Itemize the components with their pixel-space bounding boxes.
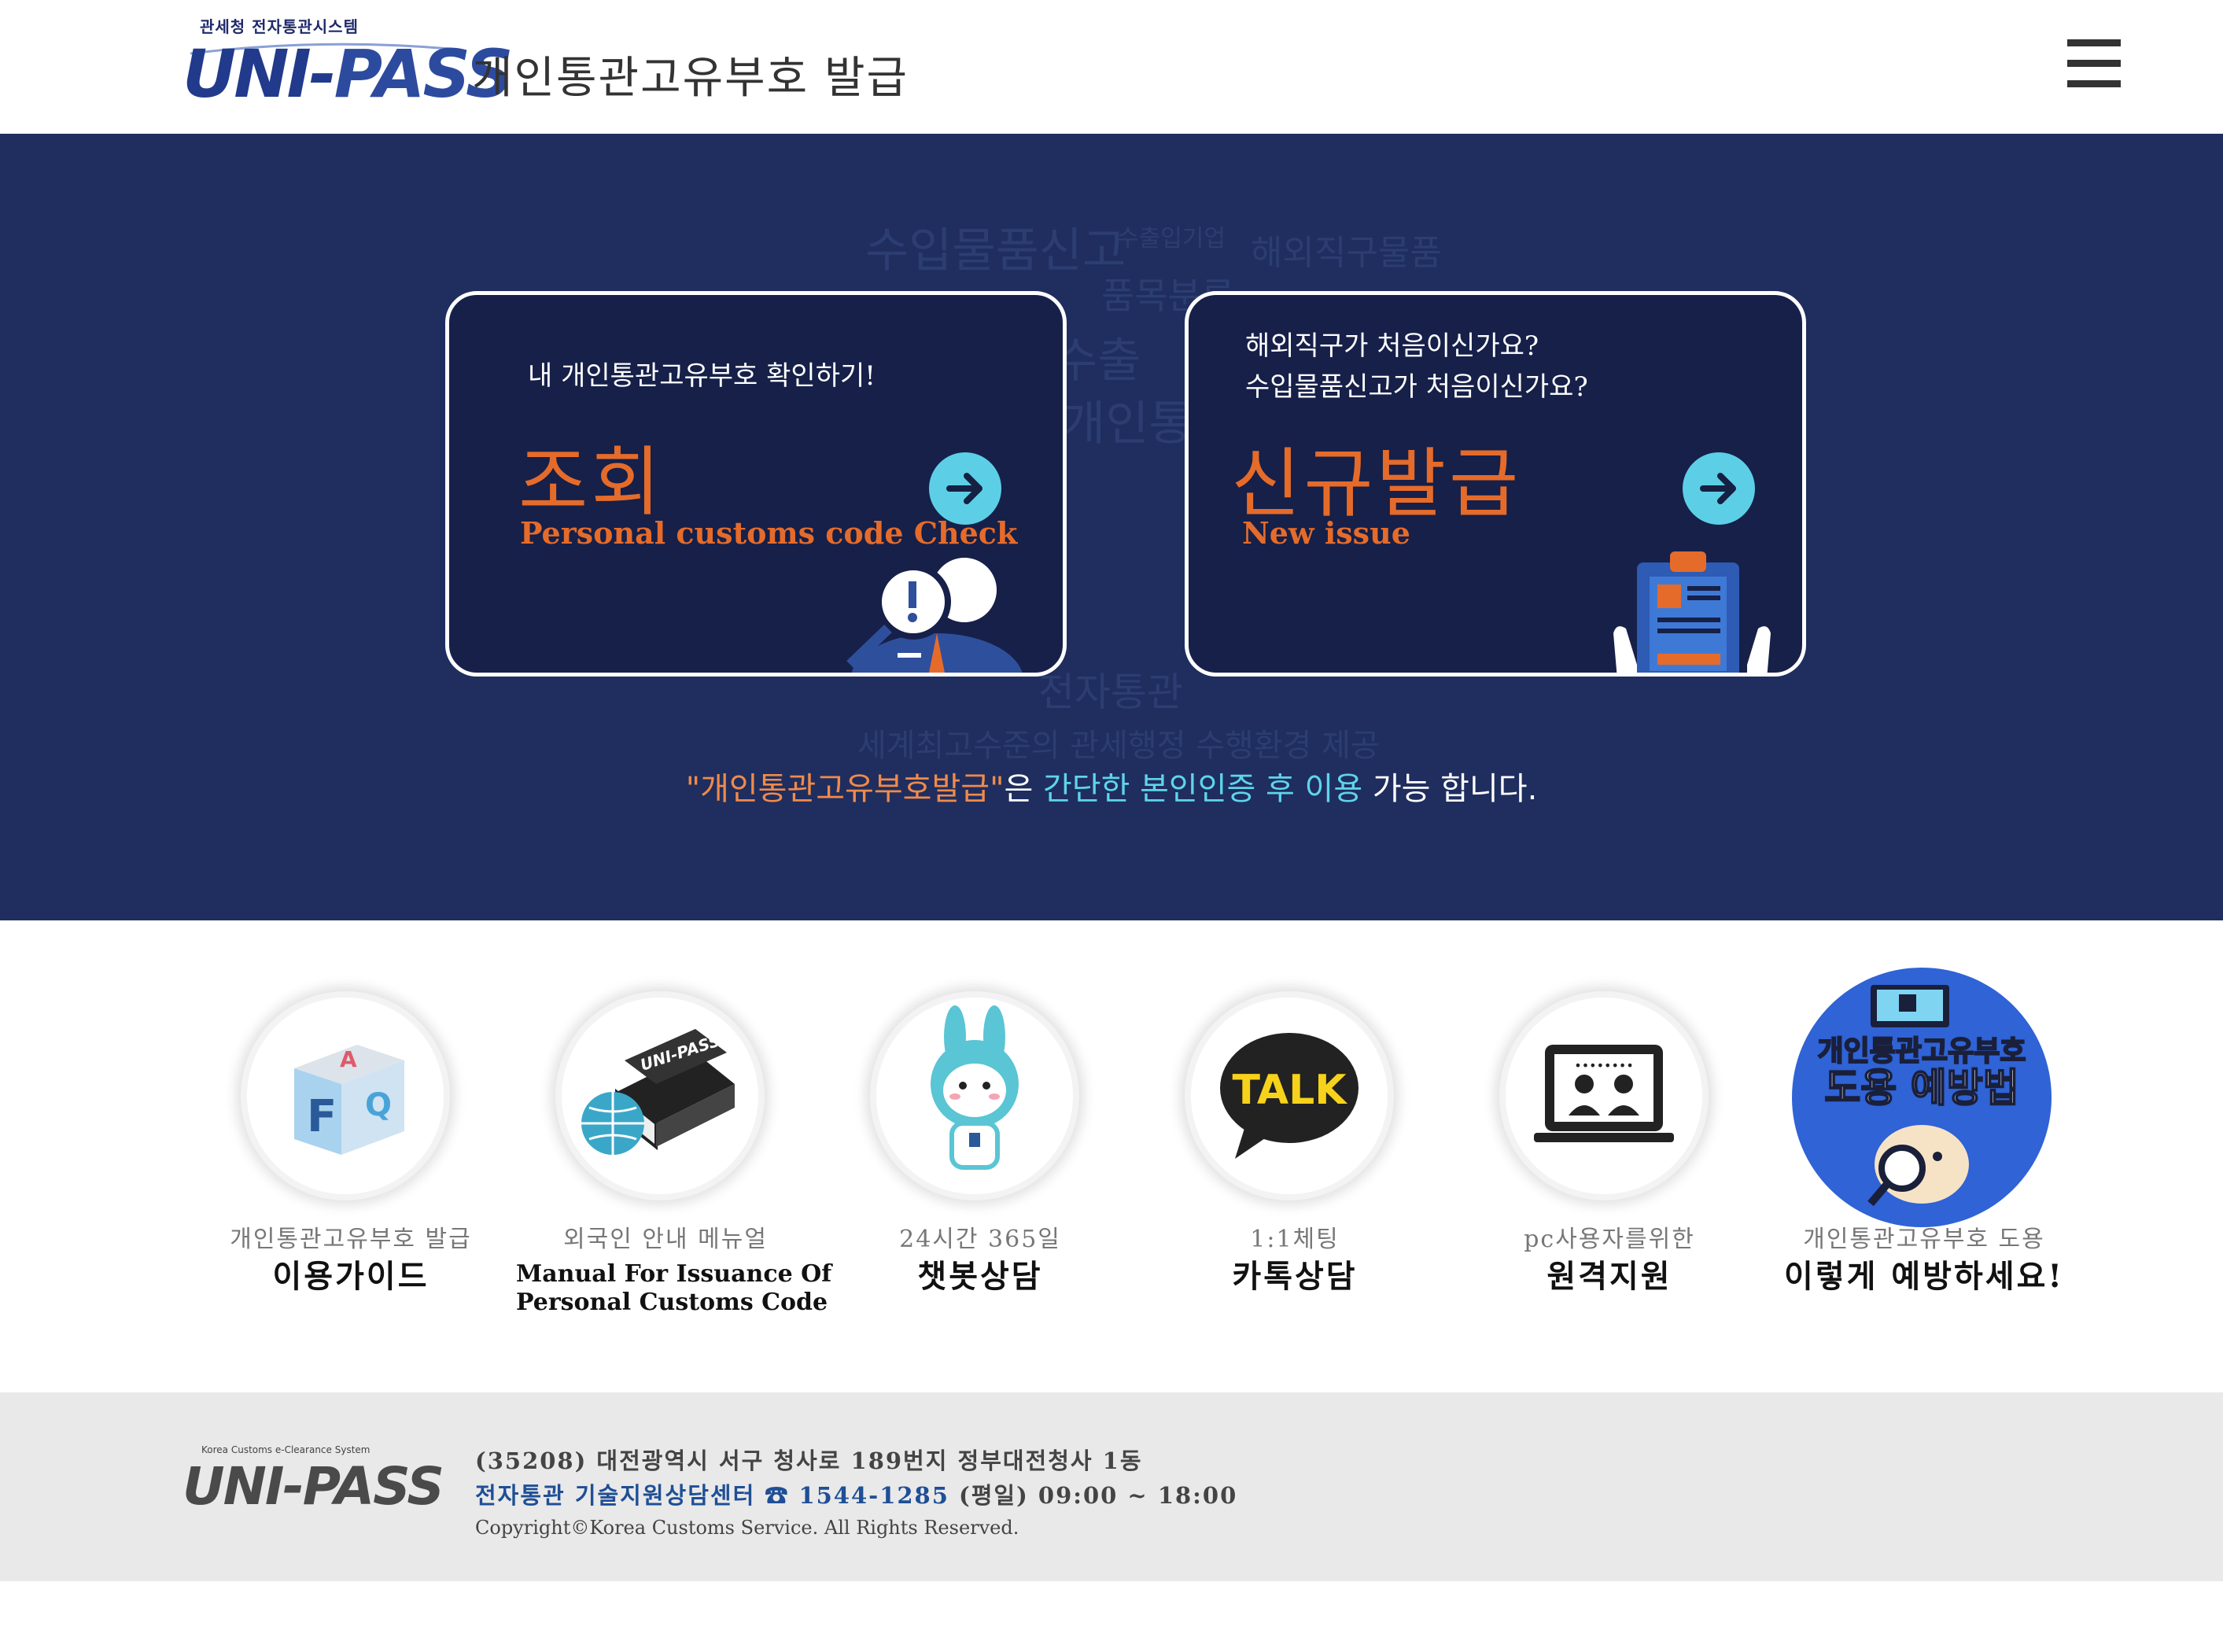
footer-copyright: Copyright©Korea Customs Service. All Rig… — [475, 1517, 1019, 1539]
support-center-phone[interactable]: 전자통관 기술지원상담센터 ☎ 1544-1285 — [475, 1482, 949, 1509]
theft-prevention-icon: 개인통관고유부호 도용 예방법 — [1792, 968, 2052, 1227]
logo-swoosh-icon — [190, 42, 450, 55]
remote-support-icon: •••••••• — [1499, 991, 1709, 1200]
arrow-right-icon[interactable] — [1683, 452, 1755, 525]
uni-pass-logo[interactable]: 관세청 전자통관시스템 UNI-PASS — [182, 14, 514, 116]
faq-cube-icon: F Q A — [241, 991, 450, 1200]
logo-caption: 관세청 전자통관시스템 — [200, 17, 359, 36]
footer-address: (35208) 대전광역시 서구 청사로 189번지 정부대전청사 1동 — [475, 1447, 1143, 1474]
new-issue-intro-line1: 해외직구가 처음이신가요? — [1245, 330, 1539, 362]
chatbot-rabbit-icon — [870, 991, 1079, 1200]
new-issue-subtitle: New issue — [1242, 515, 1410, 551]
kakaotalk-consult-link[interactable]: TALK 1:1체팅 카톡상담 — [1145, 920, 1444, 1361]
footer-support: 전자통관 기술지원상담센터 ☎ 1544-1285 (평일) 09:00 ~ 1… — [475, 1482, 1238, 1509]
new-issue-title: 신규발급 — [1231, 440, 1522, 528]
service-shortcuts: F Q A 개인통관고유부호 발급 이용가이드 UNI-PASS 외국인 안내 … — [0, 920, 2223, 1392]
svg-text:Q: Q — [365, 1087, 392, 1123]
hamburger-menu-icon[interactable] — [2067, 39, 2121, 91]
clipboard-document-icon — [1613, 551, 1771, 673]
usage-guide-link[interactable]: F Q A 개인통관고유부호 발급 이용가이드 — [201, 920, 500, 1361]
svg-text:••••••••: •••••••• — [1574, 1058, 1634, 1073]
remote-support-link[interactable]: •••••••• pc사용자를위한 원격지원 — [1460, 920, 1759, 1361]
lookup-card-intro: 내 개인통관고유부호 확인하기! — [528, 360, 876, 392]
hero-banner: 수입물품신고 수출입기업 해외직구물품 품목분류 수출 개인통관 세계최고수준의… — [0, 134, 2223, 920]
foreigner-manual-link[interactable]: UNI-PASS 외국인 안내 메뉴얼 Manual For Issuance … — [516, 920, 831, 1361]
magnifier-person-icon — [846, 553, 1023, 673]
svg-text:A: A — [340, 1046, 357, 1072]
site-header: 관세청 전자통관시스템 UNI-PASS 개인통관고유부호 발급 — [0, 0, 2223, 135]
svg-text:도용 예방법: 도용 예방법 — [1824, 1065, 2018, 1111]
new-issue-card[interactable]: 해외직구가 처음이신가요? 수입물품신고가 처음이신가요? 신규발급 New i… — [1185, 291, 1806, 677]
site-footer: Korea Customs e-Clearance System UNI-PAS… — [0, 1392, 2223, 1581]
arrow-right-icon[interactable] — [929, 452, 1001, 525]
chatbot-consult-link[interactable]: 24시간 365일 챗봇상담 — [831, 920, 1130, 1361]
page-title: 개인통관고유부호 발급 — [472, 53, 909, 104]
lookup-card-title: 조회 — [518, 438, 664, 526]
svg-text:F: F — [307, 1091, 337, 1142]
auth-notice: "개인통관고유부호발급"은 간단한 본인인증 후 이용 가능 합니다. — [685, 771, 1538, 807]
kakaotalk-icon: TALK — [1185, 991, 1394, 1200]
svg-text:개인통관고유부호: 개인통관고유부호 — [1818, 1035, 2026, 1068]
lookup-card[interactable]: 내 개인통관고유부호 확인하기! 조회 Personal customs cod… — [445, 291, 1067, 677]
lookup-card-subtitle: Personal customs code Check — [520, 515, 1018, 551]
logo-wordmark: UNI-PASS — [182, 35, 514, 112]
svg-text:TALK: TALK — [1232, 1067, 1347, 1114]
new-issue-intro-line2: 수입물품신고가 처음이신가요? — [1245, 371, 1588, 403]
theft-prevention-link[interactable]: 개인통관고유부호 도용 예방법 개인통관고유부호 도용 이렇게 예방하세요! — [1775, 920, 2074, 1361]
manual-books-icon: UNI-PASS — [555, 991, 765, 1200]
footer-logo: Korea Customs e-Clearance System UNI-PAS… — [182, 1444, 444, 1517]
